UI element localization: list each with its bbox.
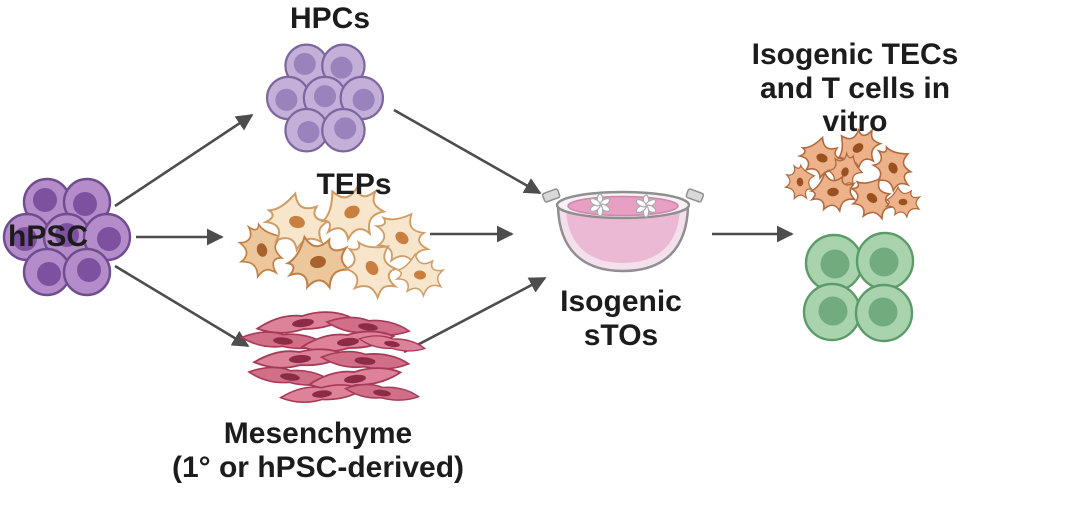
hpsc-label: hPSC xyxy=(8,220,89,253)
cell xyxy=(885,186,921,218)
mesenchyme-cells-icon xyxy=(240,308,427,406)
isogenic-stos-label: Isogenic sTOs xyxy=(560,285,682,352)
arrow-mesenchyme-to-dish xyxy=(403,276,547,354)
cell xyxy=(395,252,445,298)
hpcs-label: HPCs xyxy=(289,2,371,35)
cell xyxy=(802,282,862,342)
dish-clip-right xyxy=(685,188,705,203)
dish-clip-left xyxy=(541,188,561,203)
hpcs-cell-cluster-icon xyxy=(265,43,385,153)
cell xyxy=(804,233,864,293)
organoid-dish-icon xyxy=(541,188,705,273)
t-cells-icon xyxy=(802,231,915,343)
arrow-hpsc-to-hpcs xyxy=(114,113,254,208)
mesenchyme-label: Mesenchyme (1° or hPSC-derived) xyxy=(171,417,465,484)
cell xyxy=(855,231,915,291)
flow-arrows xyxy=(114,108,794,354)
arrow-hpcs-to-dish xyxy=(393,108,542,195)
arrow-hpsc-to-mesenchyme xyxy=(114,264,250,348)
isogenic-tecs-label: Isogenic TECs and T cells in vitro xyxy=(751,38,959,139)
teps-label: TEPs xyxy=(316,168,392,201)
cell xyxy=(854,283,914,343)
cell xyxy=(344,381,421,405)
